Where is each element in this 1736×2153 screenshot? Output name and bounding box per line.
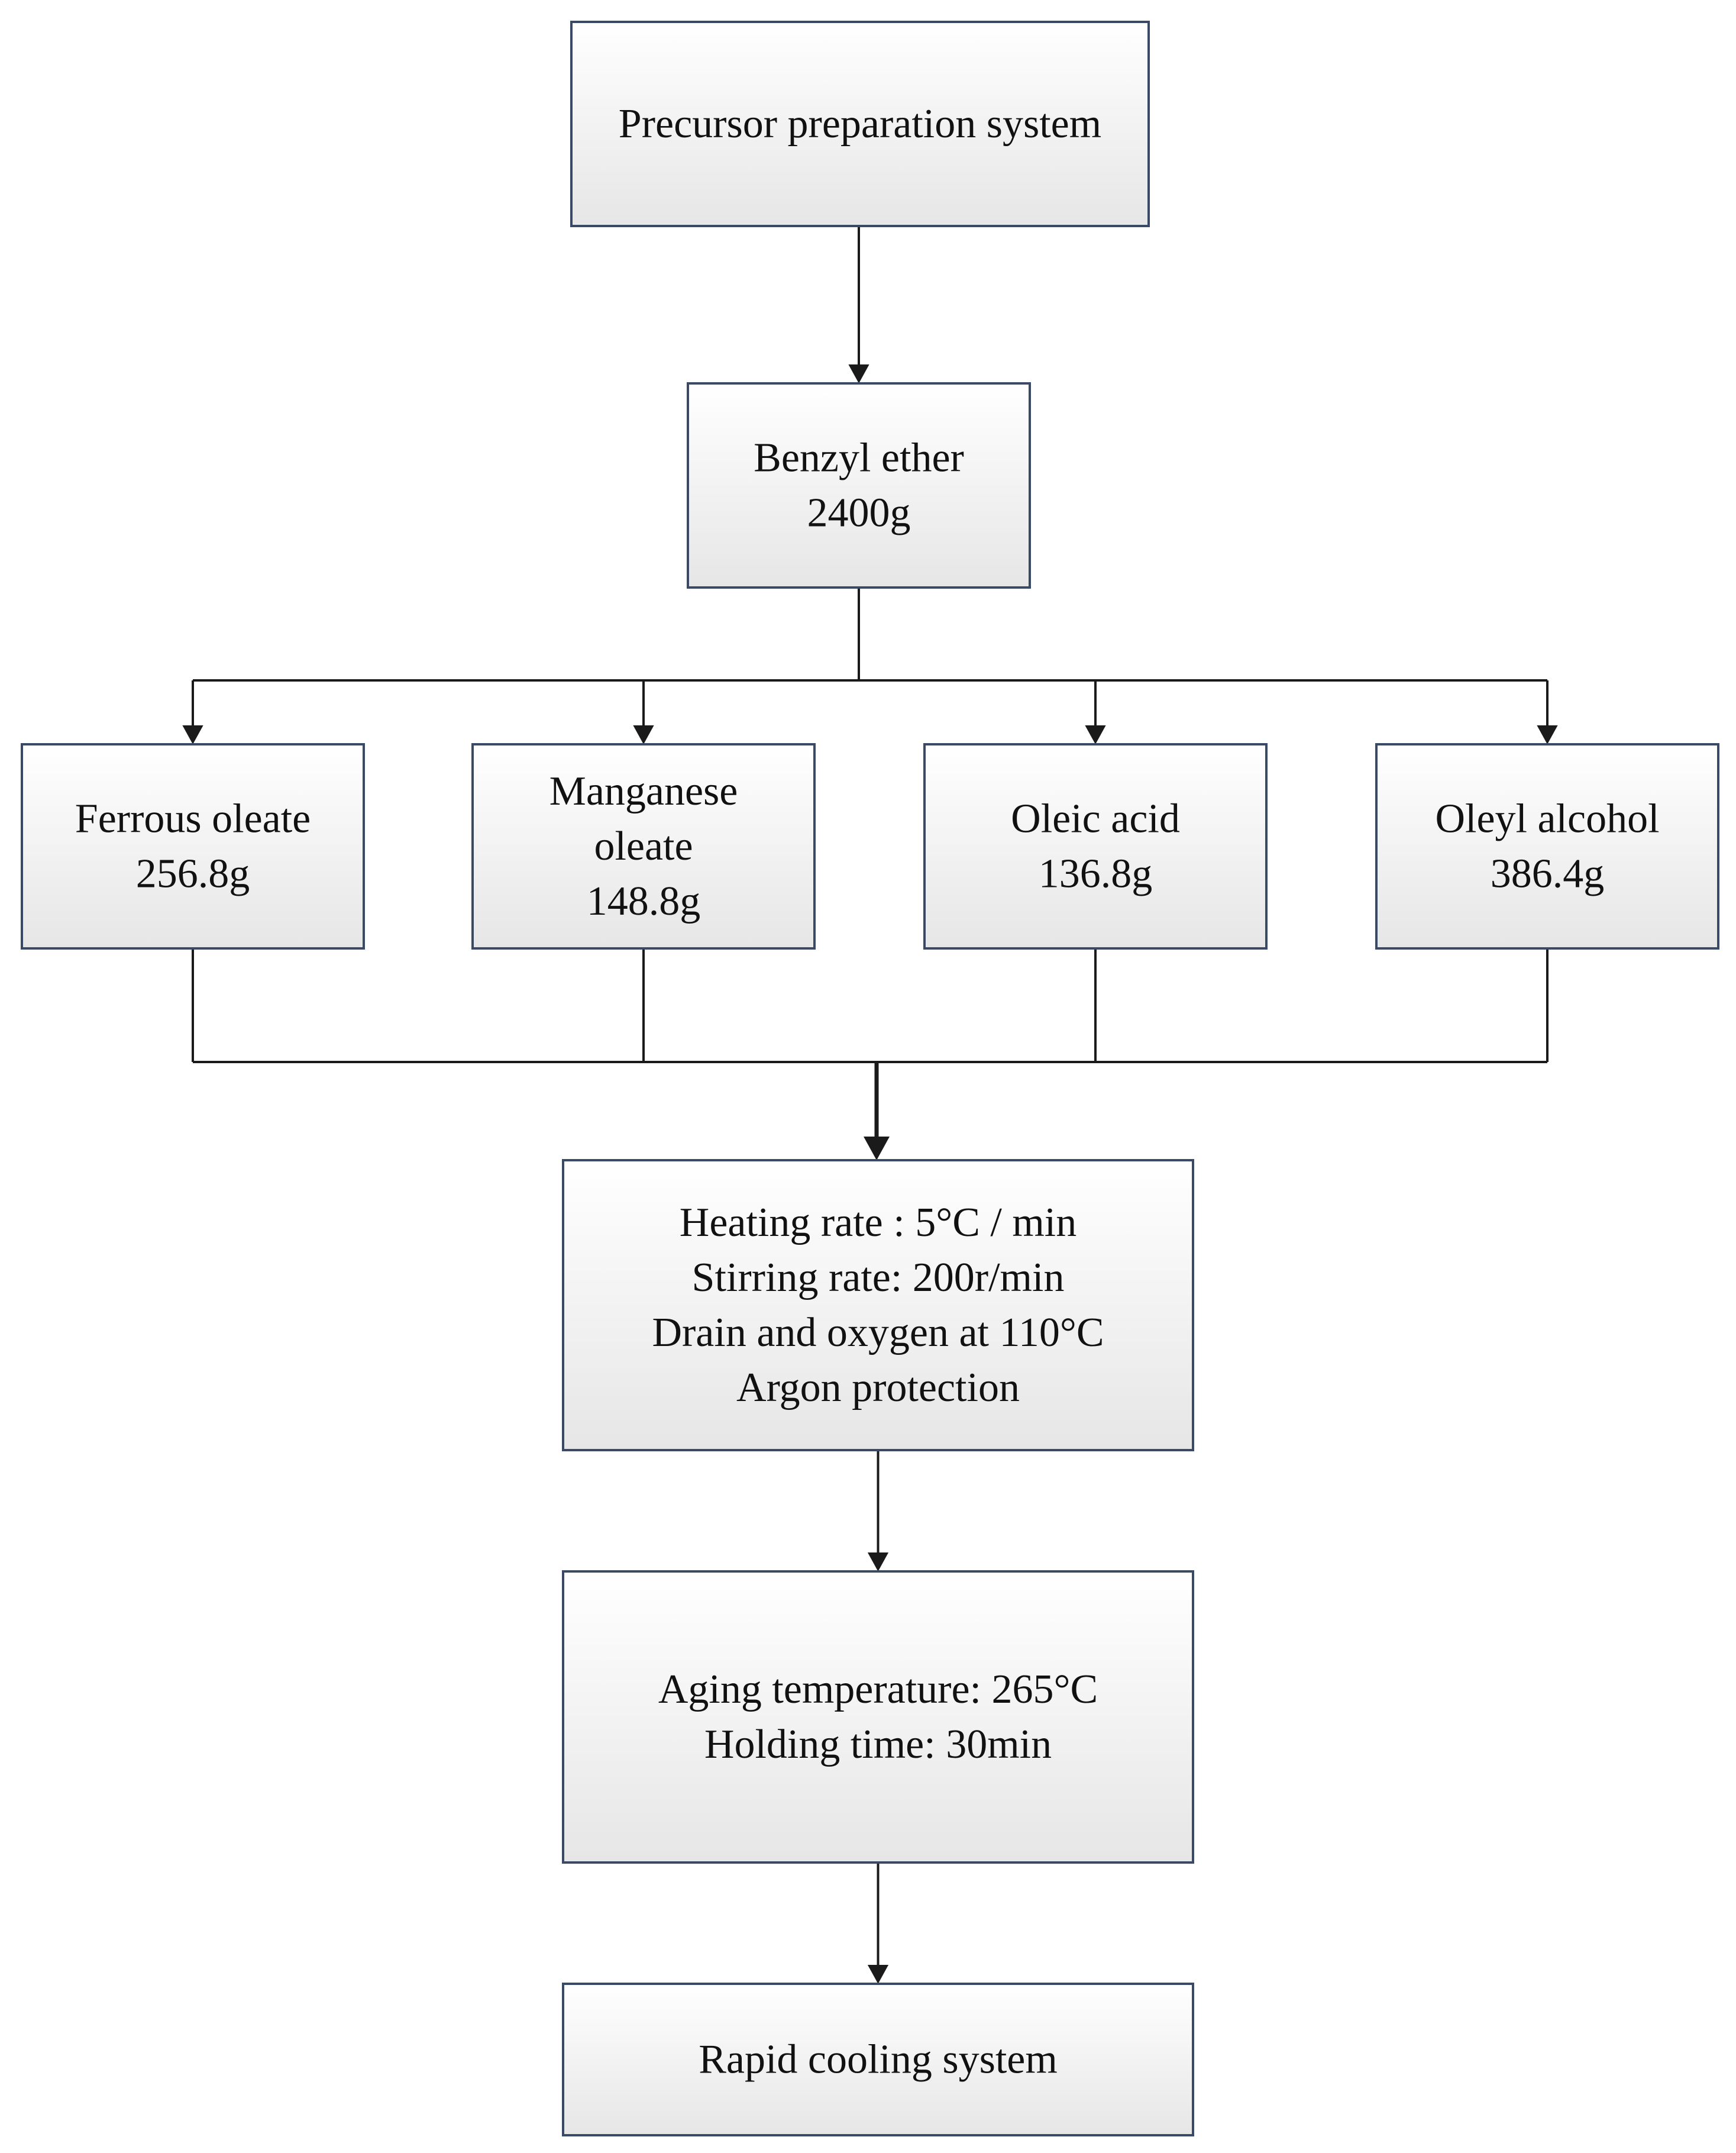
node-box-ferrous	[21, 743, 365, 950]
node-box-oleic	[923, 743, 1268, 950]
node-label-manganese-1: oleate	[594, 824, 693, 869]
node-box-heating	[562, 1159, 1194, 1451]
node-label-heating-2: Drain and oxygen at 110°C	[652, 1310, 1104, 1355]
connectors	[182, 226, 1558, 1984]
node-aging: Aging temperature: 265°C Holding time: 30…	[562, 1570, 1194, 1864]
node-label-ferrous-1: 256.8g	[136, 851, 250, 897]
node-precursor: Precursor preparation system	[570, 21, 1150, 227]
arrowhead-benzyl-oleyl	[1537, 725, 1558, 744]
node-label-heating-3: Argon protection	[736, 1365, 1020, 1410]
node-label-aging-1: Holding time: 30min	[704, 1722, 1052, 1767]
node-oleyl: Oleyl alcohol 386.4g	[1375, 743, 1719, 950]
node-box-precursor	[570, 21, 1150, 227]
node-manganese: Manganese oleate 148.8g	[471, 743, 816, 950]
arrowhead-precursor-benzyl	[848, 364, 869, 383]
node-box-aging	[562, 1570, 1194, 1864]
arrowhead-aging-cooling	[867, 1965, 889, 1984]
arrowhead-benzyl-manganese	[633, 725, 654, 744]
node-label-manganese-2: 148.8g	[587, 879, 701, 924]
node-cooling: Rapid cooling system	[562, 1983, 1194, 2136]
node-label-oleic-1: 136.8g	[1039, 851, 1153, 897]
node-label-cooling-0: Rapid cooling system	[699, 2037, 1058, 2083]
arrowhead-benzyl-oleic	[1085, 725, 1106, 744]
node-label-manganese-0: Manganese	[549, 769, 738, 814]
node-oleic: Oleic acid 136.8g	[923, 743, 1268, 950]
node-label-ferrous-0: Ferrous oleate	[75, 796, 311, 842]
node-label-aging-0: Aging temperature: 265°C	[658, 1667, 1098, 1712]
arrowhead-heating-aging	[867, 1552, 889, 1571]
node-box-benzyl	[687, 382, 1031, 589]
node-label-benzyl-0: Benzyl ether	[754, 435, 964, 481]
node-label-oleic-0: Oleic acid	[1011, 796, 1180, 842]
node-label-heating-0: Heating rate : 5°C / min	[680, 1200, 1076, 1245]
node-label-oleyl-1: 386.4g	[1491, 851, 1605, 897]
node-box-cooling	[562, 1983, 1194, 2136]
node-ferrous: Ferrous oleate 256.8g	[21, 743, 365, 950]
node-box-manganese	[471, 743, 816, 950]
arrowhead-benzyl-ferrous	[182, 725, 203, 744]
node-label-precursor-0: Precursor preparation system	[619, 101, 1101, 147]
arrowhead-heating-trunk	[864, 1137, 890, 1160]
node-label-benzyl-1: 2400g	[807, 490, 911, 536]
node-box-oleyl	[1375, 743, 1719, 950]
node-benzyl: Benzyl ether 2400g	[687, 382, 1031, 589]
node-label-heating-1: Stirring rate: 200r/min	[692, 1255, 1065, 1300]
node-label-oleyl-0: Oleyl alcohol	[1435, 796, 1659, 842]
